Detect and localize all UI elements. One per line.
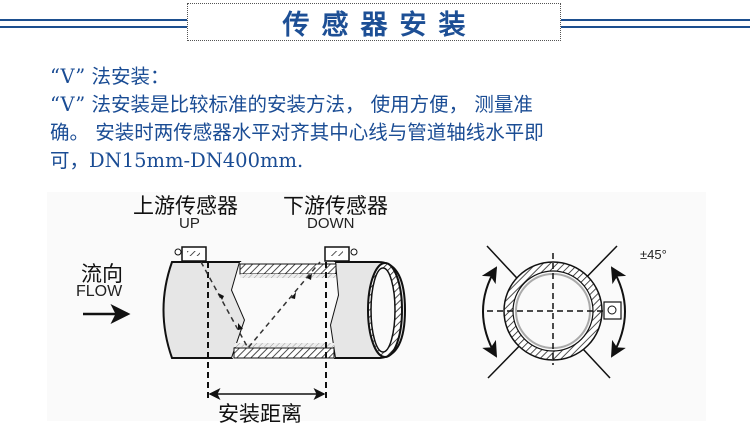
header-rule-top-right: [561, 19, 750, 21]
page-title: 传感器安装: [282, 9, 478, 41]
installation-distance-label: 安装距离: [218, 402, 302, 426]
header-rule-bottom-right: [561, 26, 750, 28]
title-box: 传感器安装: [187, 3, 561, 41]
header-rule-top-left: [0, 19, 187, 21]
flow-direction-label-en: FLOW: [76, 283, 123, 300]
pipe-cross-section: [481, 245, 627, 379]
downstream-sensor-label: 下游传感器: [283, 194, 388, 218]
upstream-sensor-label: 上游传感器: [133, 194, 238, 218]
flow-direction-label: 流向: [81, 262, 123, 286]
signal-path-v: [200, 261, 321, 350]
intro-line-1: “V” 法安装是比较标准的安装方法， 使用方便， 测量准: [50, 93, 533, 116]
pipe-side-view: [162, 261, 407, 359]
angle-tolerance-label: ±45°: [640, 247, 667, 262]
intro-heading: “V” 法安装：: [50, 65, 170, 88]
downstream-sensor-label-en: DOWN: [307, 215, 355, 232]
downstream-sensor-icon: [324, 246, 358, 262]
upstream-sensor-icon: [174, 246, 207, 262]
intro-line-3: 可，DN15mm-DN400mm.: [50, 149, 304, 172]
header-rule-bottom-left: [0, 26, 187, 28]
upstream-sensor-label-en: UP: [179, 215, 200, 232]
intro-line-2: 确。 安装时两传感器水平对齐其中心线与管道轴线水平即: [50, 121, 544, 144]
